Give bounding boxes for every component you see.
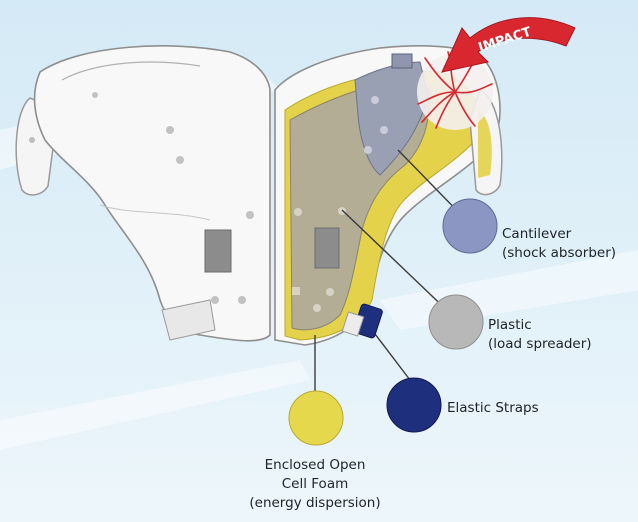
plastic-cutout [315, 228, 339, 268]
plastic-swatch [429, 295, 483, 349]
cantilever-clip [392, 54, 412, 68]
foam-label: Enclosed Open Cell Foam (energy dispersi… [230, 456, 400, 513]
cantilever-label: Cantilever (shock absorber) [502, 225, 616, 263]
elastic-swatch [387, 378, 441, 432]
cantilever-swatch [443, 199, 497, 253]
elastic-straps-label: Elastic Straps [447, 399, 539, 418]
plastic-label: Plastic (load spreader) [488, 316, 592, 354]
foam-swatch [289, 391, 343, 445]
